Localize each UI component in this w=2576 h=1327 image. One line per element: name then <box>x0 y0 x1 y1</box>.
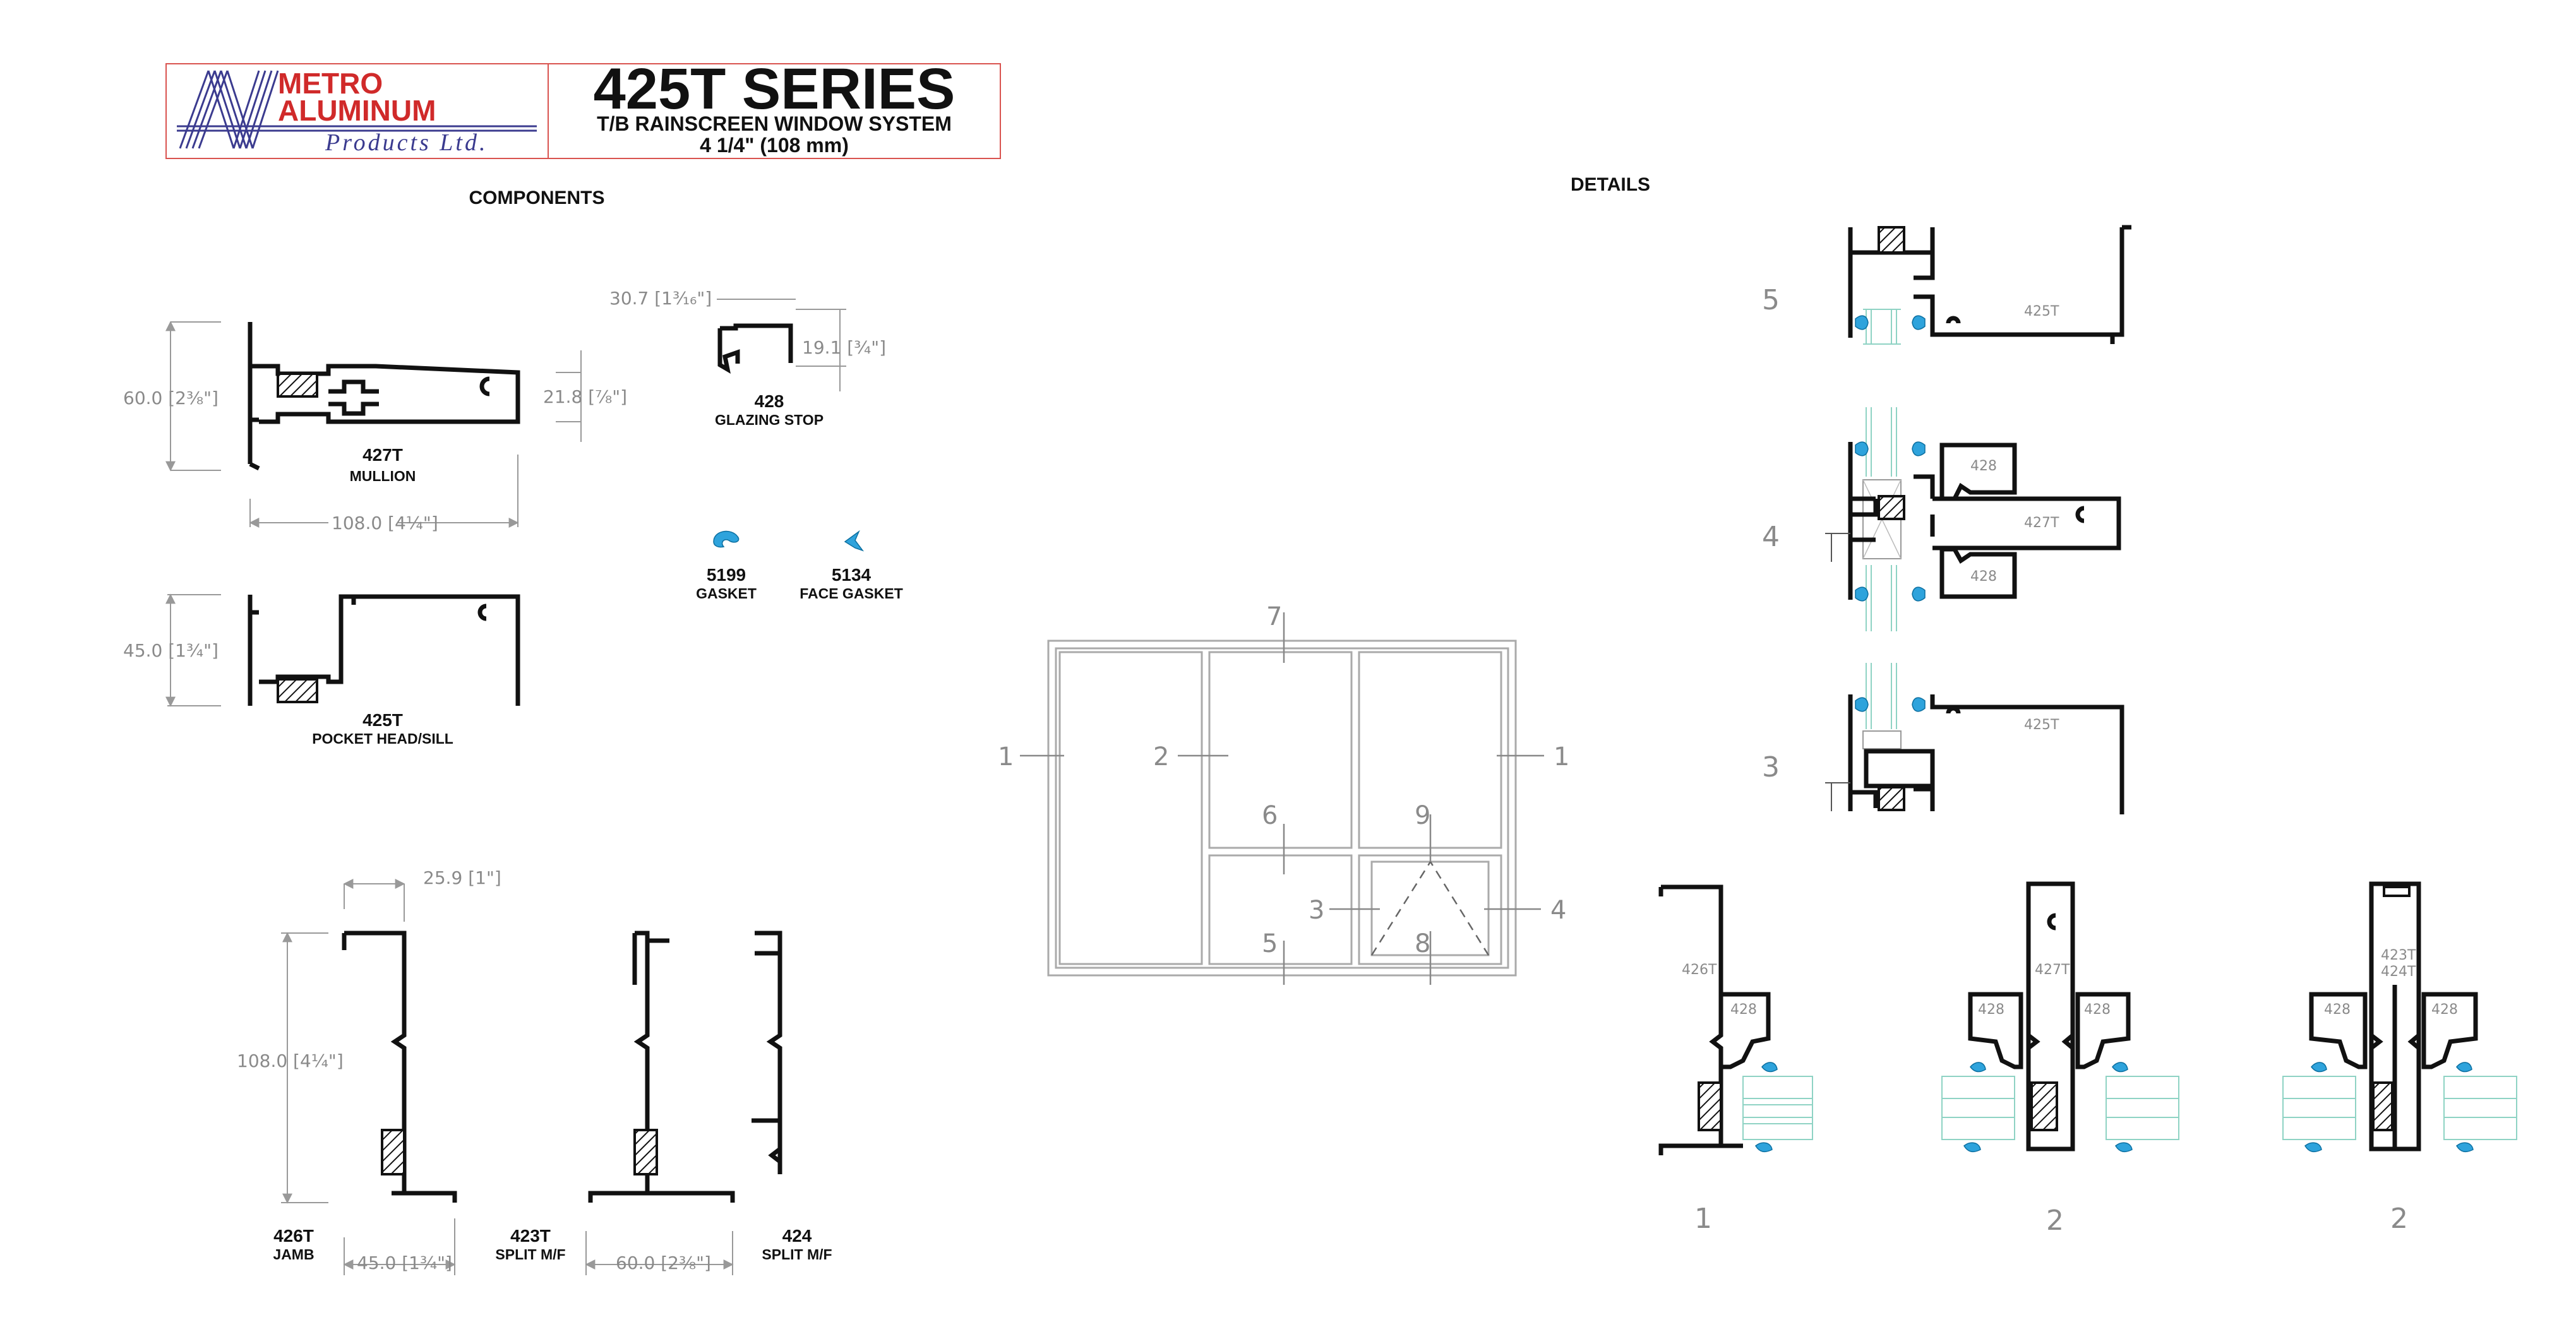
logo-metro-text: METRO <box>278 67 383 100</box>
detail-2a: 2 427T 428 428 <box>1941 881 2179 1237</box>
detail-5-label: 425T <box>2024 304 2059 319</box>
face-gasket-5134-icon <box>844 530 865 552</box>
callout-5: 5 <box>1262 929 1278 958</box>
metro-logo: METRO ALUMINUM Products Ltd. <box>177 67 537 156</box>
callout-6: 6 <box>1262 801 1278 830</box>
callout-1-right: 1 <box>1554 742 1569 771</box>
detail-1: 1 426T 428 <box>1658 884 1813 1235</box>
dim-423t-width: 60.0 [2⅜"] <box>616 1253 711 1273</box>
dim-428-width: 30.7 [1³⁄₁₆"] <box>609 288 712 309</box>
detail-4-label-bot: 428 <box>1970 569 1997 585</box>
series-title: 425T SERIES <box>594 57 956 121</box>
name-425t: POCKET HEAD/SILL <box>312 730 453 747</box>
dim-428-height: 19.1 [¾"] <box>802 337 886 358</box>
detail-2b: 2 423T 424T 428 428 <box>2282 881 2517 1235</box>
detail-1-label-a: 426T <box>1682 962 1717 978</box>
code-5199: 5199 <box>707 565 746 585</box>
title-block: METRO ALUMINUM Products Ltd. 425T SERIES… <box>165 57 1001 159</box>
detail-4: 4 428 427T 428 <box>1762 407 2121 631</box>
code-424: 424 <box>782 1226 812 1246</box>
series-size: 4 1/4" (108 mm) <box>700 134 849 157</box>
dim-425t-height: 45.0 [1¾"] <box>123 640 219 661</box>
series-subtitle: T/B RAINSCREEN WINDOW SYSTEM <box>597 112 952 135</box>
detail-2b-label-d: 428 <box>2431 1002 2458 1018</box>
dim-427t-height: 60.0 [2⅜"] <box>123 388 219 408</box>
detail-4-label-top: 428 <box>1970 458 1997 474</box>
detail-4-number: 4 <box>1762 521 1780 553</box>
name-426t: JAMB <box>273 1246 314 1263</box>
component-424-split-mf: 424 SPLIT M/F <box>752 931 832 1263</box>
detail-2a-label-b: 428 <box>1978 1002 2004 1018</box>
name-424: SPLIT M/F <box>762 1246 832 1263</box>
component-425t-pocket-head: 45.0 [1¾"] 425T POCKET HEAD/SILL <box>123 593 520 747</box>
component-428-glazing-stop: 30.7 [1³⁄₁₆"] 19.1 [¾"] 428 GLAZING STOP <box>609 288 886 428</box>
code-428: 428 <box>755 391 784 411</box>
callout-7: 7 <box>1266 602 1282 631</box>
name-5199: GASKET <box>696 585 757 602</box>
name-423t: SPLIT M/F <box>495 1246 565 1263</box>
dim-427t-flange: 21.8 [⅞"] <box>543 386 627 407</box>
detail-1-number: 1 <box>1694 1203 1712 1235</box>
component-5199-gasket: 5199 GASKET <box>696 530 757 602</box>
code-427t: 427T <box>362 445 403 465</box>
dim-427t-depth: 108.0 [4¼"] <box>332 513 438 533</box>
detail-3: 3 425T <box>1762 663 2124 814</box>
detail-2a-label-a: 427T <box>2035 962 2070 978</box>
detail-3-label: 425T <box>2024 717 2059 733</box>
components-heading: COMPONENTS <box>469 187 604 208</box>
code-5134: 5134 <box>832 565 872 585</box>
code-425t: 425T <box>362 710 403 730</box>
logo-aluminum-text: ALUMINUM <box>278 94 436 127</box>
detail-5-number: 5 <box>1762 284 1780 316</box>
callout-8: 8 <box>1415 929 1430 958</box>
detail-2b-label-c: 428 <box>2324 1002 2351 1018</box>
callout-1-left: 1 <box>998 742 1014 771</box>
name-427t: MULLION <box>350 468 416 484</box>
name-428: GLAZING STOP <box>715 412 824 428</box>
callout-9: 9 <box>1415 801 1430 830</box>
name-5134: FACE GASKET <box>800 585 903 602</box>
code-426t: 426T <box>273 1226 314 1246</box>
window-elevation: 7 1 2 1 6 9 3 4 5 8 <box>998 602 1569 985</box>
detail-3-number: 3 <box>1762 751 1780 783</box>
detail-4-label-mid: 427T <box>2024 515 2059 531</box>
detail-2b-label-b: 424T <box>2381 964 2416 980</box>
detail-1-label-b: 428 <box>1730 1002 1757 1018</box>
code-423t: 423T <box>510 1226 551 1246</box>
callout-3: 3 <box>1309 896 1324 925</box>
detail-5: 5 425T <box>1762 225 2131 345</box>
dim-426t-depth: 108.0 [4¼"] <box>237 1050 344 1071</box>
dim-426t-bottom: 45.0 [1¾"] <box>357 1253 452 1273</box>
detail-2a-number: 2 <box>2046 1205 2064 1237</box>
dim-426t-width: 25.9 [1"] <box>423 867 501 888</box>
callout-4: 4 <box>1550 896 1566 925</box>
gasket-5199-icon <box>713 530 740 548</box>
callout-2: 2 <box>1153 742 1169 771</box>
component-426t-jamb: 25.9 [1"] 108.0 [4¼"] 45.0 [1¾"] 426T JA… <box>237 867 501 1275</box>
logo-products-text: Products Ltd. <box>325 129 488 156</box>
detail-2b-number: 2 <box>2390 1203 2408 1235</box>
component-5134-face-gasket: 5134 FACE GASKET <box>800 530 903 602</box>
component-423t-split-mf: 60.0 [2⅜"] 423T SPLIT M/F <box>495 931 735 1275</box>
details-heading: DETAILS <box>1571 174 1650 195</box>
component-427t-mullion: 60.0 [2⅜"] 21.8 [⅞"] 108.0 [4¼"] 427T MU… <box>123 321 627 533</box>
detail-2a-label-c: 428 <box>2084 1002 2111 1018</box>
detail-2b-label-a: 423T <box>2381 948 2416 963</box>
